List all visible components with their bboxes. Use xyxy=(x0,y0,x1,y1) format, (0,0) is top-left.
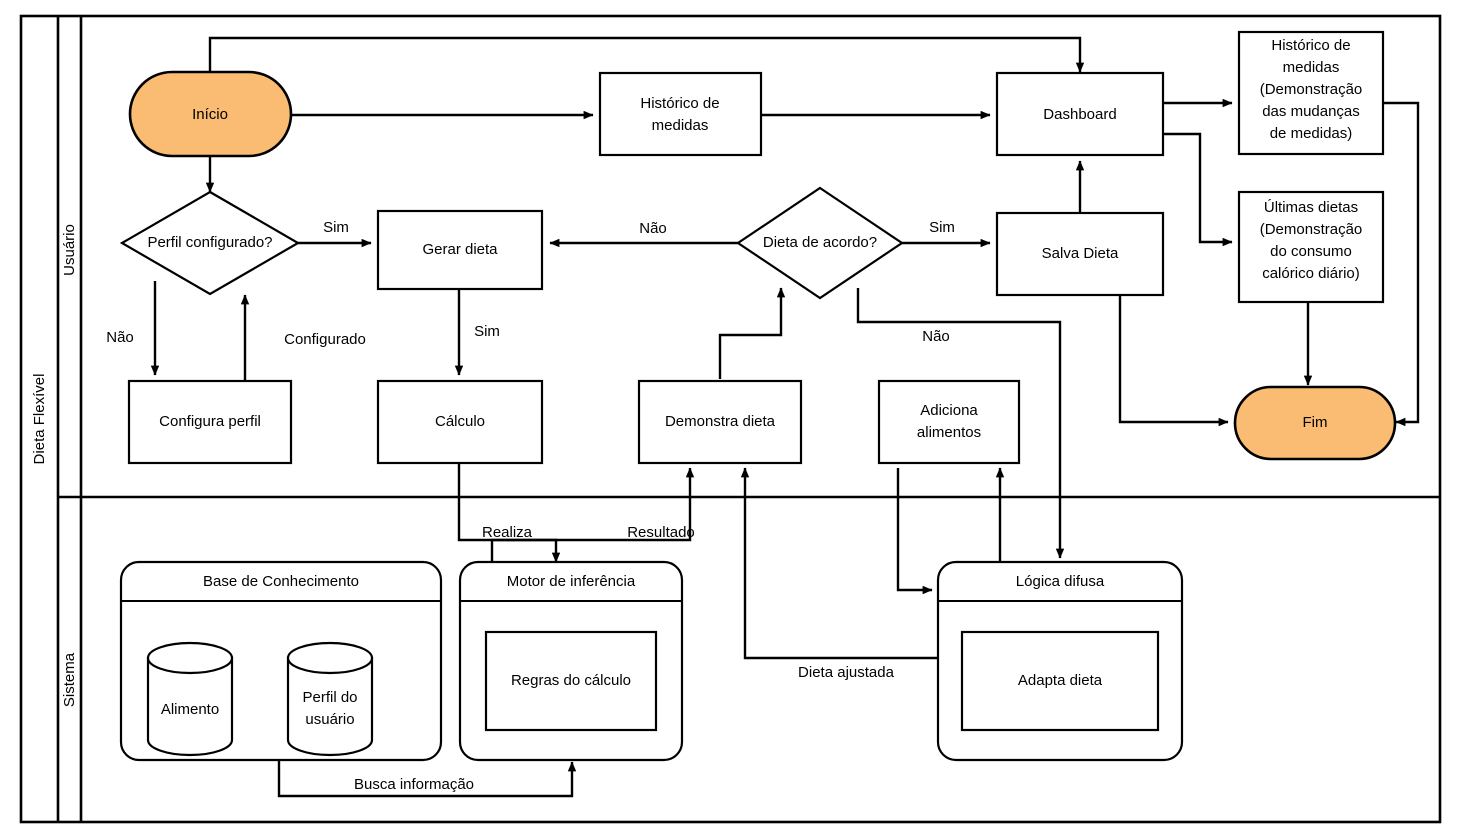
node-fim[interactable] xyxy=(1233,385,1397,461)
edge-label-sim-gerar: Sim xyxy=(474,323,500,340)
node-dieta-de-acordo[interactable] xyxy=(736,186,904,300)
node-historico-medidas[interactable] xyxy=(598,71,763,157)
node-alimento-label: Alimento xyxy=(161,701,219,718)
node-historico-medidas-label-1: Histórico de xyxy=(640,95,719,112)
diagram-frame xyxy=(19,14,1442,824)
edge-demonstra-to-dieta-acordo xyxy=(718,287,786,379)
node-historico-demo-label-5: de medidas) xyxy=(1270,125,1353,142)
node-perfil-configurado[interactable] xyxy=(119,190,301,296)
node-historico-demo-label-2: medidas xyxy=(1283,59,1340,76)
edge-dieta-nao-logica-difusa xyxy=(856,288,1065,559)
edge-label-realiza: Realiza xyxy=(482,524,533,541)
node-adapta-dieta[interactable] xyxy=(960,630,1160,732)
node-logica-difusa-label: Lógica difusa xyxy=(1016,573,1105,590)
node-salva-dieta[interactable] xyxy=(995,211,1165,297)
node-base-conhecimento-label: Base de Conhecimento xyxy=(203,573,359,590)
node-inicio[interactable] xyxy=(128,70,293,158)
edge-label-resultado: Resultado xyxy=(627,524,695,541)
node-ultimas-dietas-label-1: Últimas dietas xyxy=(1264,199,1358,216)
lane-label-usuario: Usuário xyxy=(61,224,78,276)
node-perfil-configurado-label: Perfil configurado? xyxy=(147,234,272,251)
node-perfil-do-usuario[interactable] xyxy=(286,641,374,757)
node-regras-calculo[interactable] xyxy=(484,630,658,732)
edge-label-configurado: Configurado xyxy=(284,331,366,348)
edge-salva-to-fim xyxy=(1118,269,1229,427)
node-fim-label: Fim xyxy=(1303,414,1328,431)
node-calculo-label: Cálculo xyxy=(435,413,485,430)
edge-label-busca-informacao: Busca informação xyxy=(354,776,474,793)
node-adiciona-alimentos-label-2: alimentos xyxy=(917,424,981,441)
edge-label-nao-dieta: Não xyxy=(639,220,667,237)
node-historico-demo-label-4: das mudanças xyxy=(1262,103,1360,120)
node-calculo[interactable] xyxy=(376,379,544,465)
node-historico-medidas-demo[interactable] xyxy=(1237,30,1385,156)
node-configura-perfil-label: Configura perfil xyxy=(159,413,261,430)
node-regras-calculo-label: Regras do cálculo xyxy=(511,672,631,689)
node-alimento[interactable] xyxy=(146,641,234,757)
edge-label-sim-perfil: Sim xyxy=(323,219,349,236)
node-historico-demo-label-1: Histórico de xyxy=(1271,37,1350,54)
edge-calculo-to-motor-realiza xyxy=(457,462,561,563)
edge-inicio-to-dashboard xyxy=(208,36,1085,73)
node-inicio-label: Início xyxy=(192,106,228,123)
edge-adiciona-to-logica xyxy=(896,468,933,595)
node-dashboard-label: Dashboard xyxy=(1043,106,1116,123)
node-historico-demo-label-3: (Demonstração xyxy=(1260,81,1363,98)
node-perfil-do-usuario-label-1: Perfil do xyxy=(302,689,357,706)
edge-label-nao-perfil: Não xyxy=(106,329,134,346)
edge-logica-to-demonstra-ajustada xyxy=(740,467,938,660)
node-historico-medidas-label-2: medidas xyxy=(652,117,709,134)
edge-motor-to-demonstra-resultado xyxy=(490,467,695,565)
edge-dashboard-to-ultimas-dietas xyxy=(1163,132,1233,247)
node-gerar-dieta-label: Gerar dieta xyxy=(422,241,498,258)
node-ultimas-dietas-label-4: calórico diário) xyxy=(1262,265,1360,282)
node-demonstra-dieta-label: Demonstra dieta xyxy=(665,413,776,430)
node-adiciona-alimentos-label-1: Adiciona xyxy=(920,402,978,419)
edge-base-to-motor-busca xyxy=(277,760,577,798)
node-adapta-dieta-label: Adapta dieta xyxy=(1018,672,1103,689)
node-perfil-do-usuario-label-2: usuário xyxy=(305,711,354,728)
node-dashboard[interactable] xyxy=(995,71,1165,157)
node-ultimas-dietas-label-3: do consumo xyxy=(1270,243,1352,260)
lane-label-sistema: Sistema xyxy=(61,652,78,707)
node-ultimas-dietas-label-2: (Demonstração xyxy=(1260,221,1363,238)
node-ultimas-dietas[interactable] xyxy=(1237,190,1385,304)
node-gerar-dieta[interactable] xyxy=(376,209,544,291)
pool-title-dieta-flexivel: Dieta Flexível xyxy=(31,374,48,465)
node-configura-perfil[interactable] xyxy=(127,379,293,465)
node-salva-dieta-label: Salva Dieta xyxy=(1042,245,1119,262)
node-demonstra-dieta[interactable] xyxy=(637,379,803,465)
edge-label-dieta-ajustada: Dieta ajustada xyxy=(798,664,895,681)
edge-label-nao-dieta-baixo: Não xyxy=(922,328,950,345)
node-dieta-de-acordo-label: Dieta de acordo? xyxy=(763,234,877,251)
edge-label-sim-dieta: Sim xyxy=(929,219,955,236)
node-adiciona-alimentos[interactable] xyxy=(877,379,1021,465)
edge-historico-demo-to-fim xyxy=(1383,101,1420,427)
node-motor-inferencia-label: Motor de inferência xyxy=(507,573,636,590)
